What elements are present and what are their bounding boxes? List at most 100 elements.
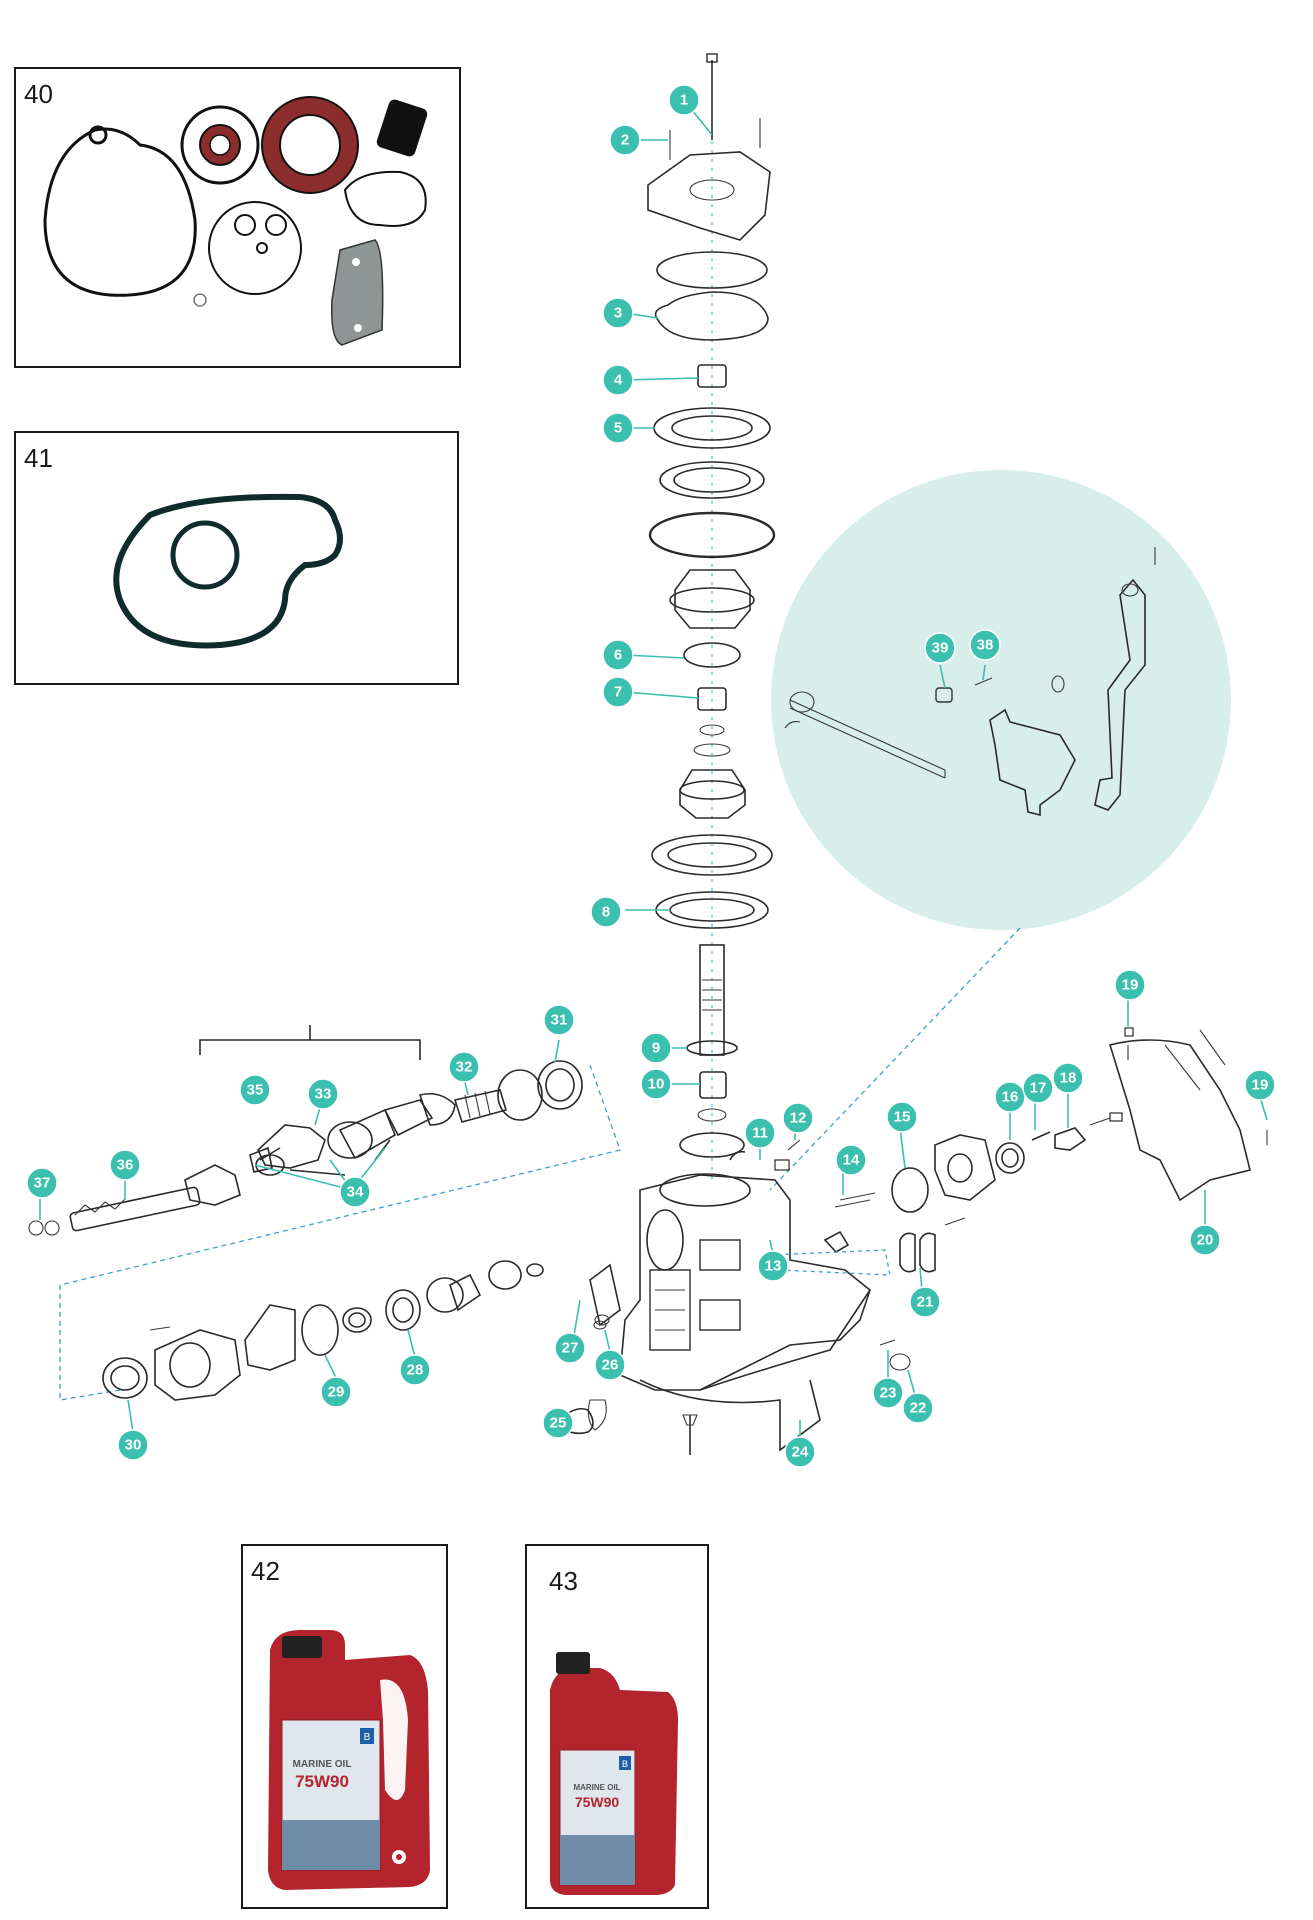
callout-35: 35 <box>239 1074 271 1106</box>
svg-text:39: 39 <box>932 640 949 657</box>
lower-shaft-assembly <box>102 1260 594 1435</box>
callout-14: 14 <box>835 1144 867 1176</box>
gear-housing <box>587 1150 871 1455</box>
svg-text:30: 30 <box>125 1437 142 1454</box>
svg-text:32: 32 <box>456 1059 473 1076</box>
callout-17: 17 <box>1022 1072 1054 1104</box>
svg-text:12: 12 <box>790 1110 807 1127</box>
callout-34: 34 <box>339 1176 371 1208</box>
svg-text:21: 21 <box>917 1294 934 1311</box>
callout-10: 10 <box>640 1068 672 1100</box>
callout-26: 26 <box>594 1349 626 1381</box>
callout-7: 7 <box>602 676 634 708</box>
callout-2: 2 <box>609 124 641 156</box>
svg-text:19: 19 <box>1122 977 1139 994</box>
callout-20: 20 <box>1189 1224 1221 1256</box>
callout-12: 12 <box>782 1102 814 1134</box>
callout-38: 38 <box>969 629 1001 661</box>
svg-text:10: 10 <box>648 1076 665 1093</box>
vertical-shaft-stack <box>647 53 776 1180</box>
svg-text:25: 25 <box>550 1415 567 1432</box>
svg-text:MARINE OIL: MARINE OIL <box>573 1783 620 1792</box>
svg-text:26: 26 <box>602 1357 619 1374</box>
right-side-components <box>774 1027 1268 1371</box>
svg-text:24: 24 <box>792 1444 809 1461</box>
svg-text:15: 15 <box>894 1109 911 1126</box>
svg-text:17: 17 <box>1030 1080 1047 1097</box>
callout-37: 37 <box>26 1167 58 1199</box>
callout-36: 36 <box>109 1149 141 1181</box>
callout-13: 13 <box>757 1250 789 1282</box>
seal-kit-drawing <box>43 96 428 346</box>
callout-3: 3 <box>602 297 634 329</box>
svg-text:36: 36 <box>117 1157 134 1174</box>
svg-text:18: 18 <box>1060 1070 1077 1087</box>
svg-text:1: 1 <box>680 92 688 109</box>
svg-text:5: 5 <box>614 420 622 437</box>
callout-6: 6 <box>602 639 634 671</box>
svg-text:6: 6 <box>614 647 622 664</box>
svg-text:B: B <box>622 1759 628 1769</box>
callout-16: 16 <box>994 1081 1026 1113</box>
gasket-set-drawing <box>113 493 343 649</box>
svg-text:16: 16 <box>1002 1089 1019 1106</box>
svg-text:7: 7 <box>614 684 622 701</box>
svg-text:4: 4 <box>614 372 623 389</box>
svg-text:2: 2 <box>621 132 629 149</box>
detail-circle <box>771 470 1231 930</box>
svg-text:75W90: 75W90 <box>575 1794 620 1810</box>
callout-29: 29 <box>320 1376 352 1408</box>
inset-number: 40 <box>24 79 53 109</box>
svg-text:31: 31 <box>551 1012 568 1029</box>
callout-25: 25 <box>542 1407 574 1439</box>
inset-number: 43 <box>549 1566 578 1596</box>
svg-text:11: 11 <box>752 1125 768 1142</box>
svg-text:33: 33 <box>315 1086 332 1103</box>
svg-text:29: 29 <box>328 1384 345 1401</box>
svg-text:B: B <box>364 1732 371 1743</box>
svg-text:9: 9 <box>652 1040 660 1057</box>
callout-19b: 19 <box>1244 1069 1276 1101</box>
svg-text:20: 20 <box>1197 1232 1214 1249</box>
callout-23: 23 <box>872 1377 904 1409</box>
svg-text:MARINE OIL: MARINE OIL <box>293 1759 352 1770</box>
callout-33: 33 <box>307 1078 339 1110</box>
callout-39: 39 <box>924 632 956 664</box>
callout-32: 32 <box>448 1051 480 1083</box>
svg-text:27: 27 <box>562 1340 579 1357</box>
callout-5: 5 <box>602 412 634 444</box>
callout-19a: 19 <box>1114 969 1146 1001</box>
oil-can-small-drawing: B MARINE OIL 75W90 <box>550 1652 678 1895</box>
svg-text:34: 34 <box>347 1184 364 1201</box>
callout-9: 9 <box>640 1032 672 1064</box>
inset-number: 41 <box>24 443 53 473</box>
callout-22: 22 <box>902 1392 934 1424</box>
svg-text:22: 22 <box>910 1400 927 1417</box>
callout-4: 4 <box>602 364 634 396</box>
callout-28: 28 <box>399 1354 431 1386</box>
svg-text:13: 13 <box>765 1258 782 1275</box>
callout-21: 21 <box>909 1286 941 1318</box>
oil-can-large-drawing: B MARINE OIL 75W90 <box>268 1630 430 1890</box>
callout-11: 11 <box>744 1117 776 1149</box>
svg-text:14: 14 <box>843 1152 860 1169</box>
svg-text:75W90: 75W90 <box>295 1772 349 1791</box>
drive-shaft-assembly <box>28 1025 583 1236</box>
callouts: 1 2 3 4 5 6 7 8 9 10 11 12 13 14 15 16 1… <box>26 84 1276 1468</box>
svg-text:8: 8 <box>602 904 610 921</box>
svg-text:38: 38 <box>977 637 994 654</box>
callout-1: 1 <box>668 84 700 116</box>
callout-30: 30 <box>117 1429 149 1461</box>
svg-text:23: 23 <box>880 1385 897 1402</box>
svg-text:3: 3 <box>614 305 622 322</box>
callout-18: 18 <box>1052 1062 1084 1094</box>
callout-31: 31 <box>543 1004 575 1036</box>
callout-27: 27 <box>554 1332 586 1364</box>
callout-8: 8 <box>590 896 622 928</box>
svg-text:35: 35 <box>247 1082 264 1099</box>
svg-text:28: 28 <box>407 1362 424 1379</box>
svg-text:19: 19 <box>1252 1077 1269 1094</box>
callout-15: 15 <box>886 1101 918 1133</box>
inset-number: 42 <box>251 1556 280 1586</box>
